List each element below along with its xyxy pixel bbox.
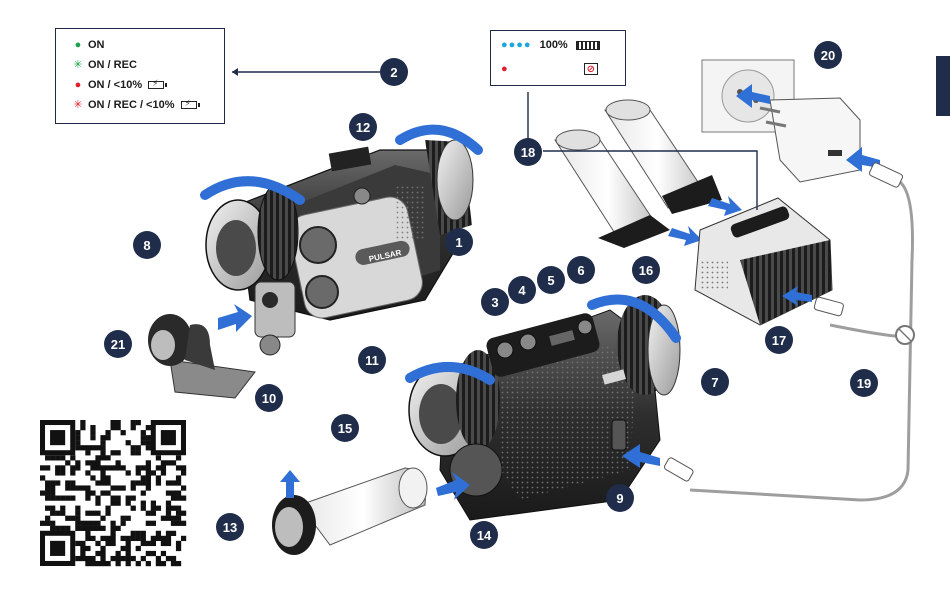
callout-4: 4: [508, 276, 536, 304]
callout-7: 7: [701, 368, 729, 396]
callout-8: 8: [133, 231, 161, 259]
callout-18: 18: [514, 138, 542, 166]
battery-up-arrow: [280, 470, 300, 498]
legend-label: ON: [88, 39, 105, 51]
page-tab-marker: [936, 56, 950, 116]
callout-9: 9: [606, 484, 634, 512]
led-status-legend: ● ON ✳ ON / REC ● ON / <10% ⚡ ✳ ON / REC…: [55, 28, 225, 124]
callout-17: 17: [765, 326, 793, 354]
callout-16: 16: [632, 256, 660, 284]
callout-2: 2: [380, 58, 408, 86]
legend-row-rec-low: ✳ ON / REC / <10% ⚡: [68, 97, 197, 113]
callout-20: 20: [814, 41, 842, 69]
callout-3: 3: [481, 288, 509, 316]
spare-batteries: [555, 100, 722, 248]
charge-row-full: ●●●● 100%: [501, 37, 600, 53]
monocular-top: PULSAR: [206, 140, 473, 355]
legend-label: ON / <10%: [88, 79, 142, 91]
burst-icon: ✳: [68, 60, 88, 71]
charging-station: [695, 198, 832, 325]
battery-error-icon: ⊘: [584, 63, 598, 75]
legend-label: ON / REC / <10%: [88, 99, 175, 111]
charge-row-error: ● ⊘: [501, 61, 598, 77]
battery-charging-icon: ⚡: [181, 101, 197, 109]
callout-21: 21: [104, 330, 132, 358]
legend-row-low: ● ON / <10% ⚡: [68, 77, 164, 93]
battery-arrow-2: [708, 196, 742, 216]
charge-status-legend: ●●●● 100% ● ⊘: [490, 30, 626, 86]
dot-icon: ●: [68, 80, 88, 91]
callout-13: 13: [216, 513, 244, 541]
battery-arrow-1: [668, 226, 702, 246]
callout-6: 6: [567, 256, 595, 284]
battery-full-icon: [576, 41, 600, 50]
mount-arrow: [218, 304, 252, 332]
charge-percent: 100%: [540, 39, 568, 51]
callout-5: 5: [537, 266, 565, 294]
four-dots-icon: ●●●●: [501, 39, 532, 51]
burst-icon: ✳: [68, 100, 88, 111]
legend-row-on: ● ON: [68, 37, 105, 53]
charger-icon: [760, 98, 860, 182]
callout-15: 15: [331, 414, 359, 442]
qr-code-icon: [40, 420, 186, 566]
callout-19: 19: [850, 369, 878, 397]
callout-14: 14: [470, 521, 498, 549]
callout-1: 1: [445, 228, 473, 256]
dot-icon: ●: [501, 63, 508, 75]
callout-10: 10: [255, 384, 283, 412]
legend-label: ON / REC: [88, 59, 137, 71]
legend-row-rec: ✳ ON / REC: [68, 57, 137, 73]
callout-11: 11: [358, 346, 386, 374]
battery-charging-icon: ⚡: [148, 81, 164, 89]
callout-12: 12: [349, 113, 377, 141]
dot-icon: ●: [68, 40, 88, 51]
